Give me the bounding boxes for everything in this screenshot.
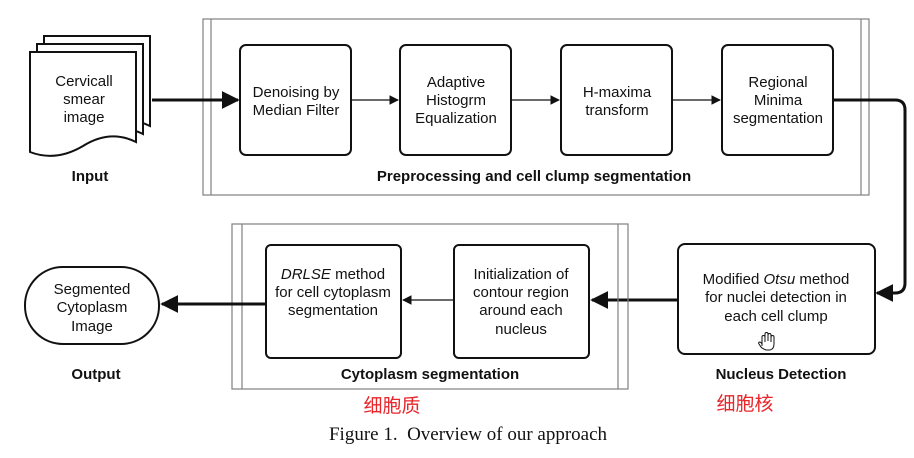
drlse-line-3: segmentation	[288, 302, 378, 319]
nucleus-detection-box: Modified Otsu method for nuclei detectio…	[677, 243, 876, 355]
step-h-maxima-line-1: H-maxima	[583, 84, 652, 101]
figure-caption: Figure 1. Overview of our approach	[329, 424, 608, 445]
output-text-2: Cytoplasm	[57, 299, 128, 316]
input-text-2: smear	[63, 91, 105, 108]
output-label: Output	[71, 366, 120, 383]
initialization-box: Initialization of contour region around …	[453, 244, 590, 359]
step-denoising: Denoising by Median Filter	[239, 44, 352, 156]
nucleus-line-2: for nuclei detection in	[705, 289, 847, 306]
preprocessing-title: Preprocessing and cell clump segmentatio…	[377, 168, 691, 185]
step-denoising-line-1: Denoising by	[253, 84, 340, 101]
init-line-1: Initialization of	[473, 266, 569, 283]
init-line-4: nucleus	[495, 321, 547, 338]
step-h-maxima-line-2: transform	[585, 102, 648, 119]
drlse-line-1: DRLSE method	[281, 266, 385, 283]
cytoplasm-frame	[231, 223, 629, 390]
output-terminal: Segmented Cytoplasm Image	[24, 266, 160, 345]
drlse-box: DRLSE method for cell cytoplasm segmenta…	[265, 244, 402, 359]
step-histogram-equalization: Adaptive Histogrm Equalization	[399, 44, 512, 156]
step-regional-line-3: segmentation	[733, 110, 823, 127]
preprocessing-frame	[202, 18, 870, 196]
nucleus-line-3: each cell clump	[724, 308, 827, 325]
output-text-3: Image	[71, 318, 113, 335]
input-text-3: image	[64, 109, 105, 126]
arrow-minima-to-nucleus	[833, 98, 907, 302]
step-h-maxima: H-maxima transform	[560, 44, 673, 156]
hand-cursor-icon	[758, 331, 775, 351]
step-denoising-line-2: Median Filter	[253, 102, 340, 119]
input-label: Input	[72, 168, 109, 185]
nucleus-label: Nucleus Detection	[716, 366, 847, 383]
step-regional-minima: Regional Minima segmentation	[721, 44, 834, 156]
cytoplasm-annotation: 细胞质	[363, 395, 420, 417]
drlse-line-2: for cell cytoplasm	[275, 284, 391, 301]
cytoplasm-title: Cytoplasm segmentation	[341, 366, 519, 383]
input-text-1: Cervicall	[55, 73, 113, 90]
nucleus-annotation: 细胞核	[716, 393, 773, 415]
step-histogram-line-1: Adaptive	[427, 74, 485, 91]
output-text-1: Segmented	[54, 281, 131, 298]
step-histogram-line-2: Histogrm	[426, 92, 486, 109]
step-regional-line-1: Regional	[748, 74, 807, 91]
nucleus-line-1: Modified Otsu method	[703, 271, 850, 288]
step-regional-line-2: Minima	[754, 92, 803, 109]
input-document-stack: Cervicall smear image	[29, 35, 151, 157]
init-line-2: contour region	[473, 284, 569, 301]
init-line-3: around each	[479, 302, 562, 319]
step-histogram-line-3: Equalization	[415, 110, 497, 127]
